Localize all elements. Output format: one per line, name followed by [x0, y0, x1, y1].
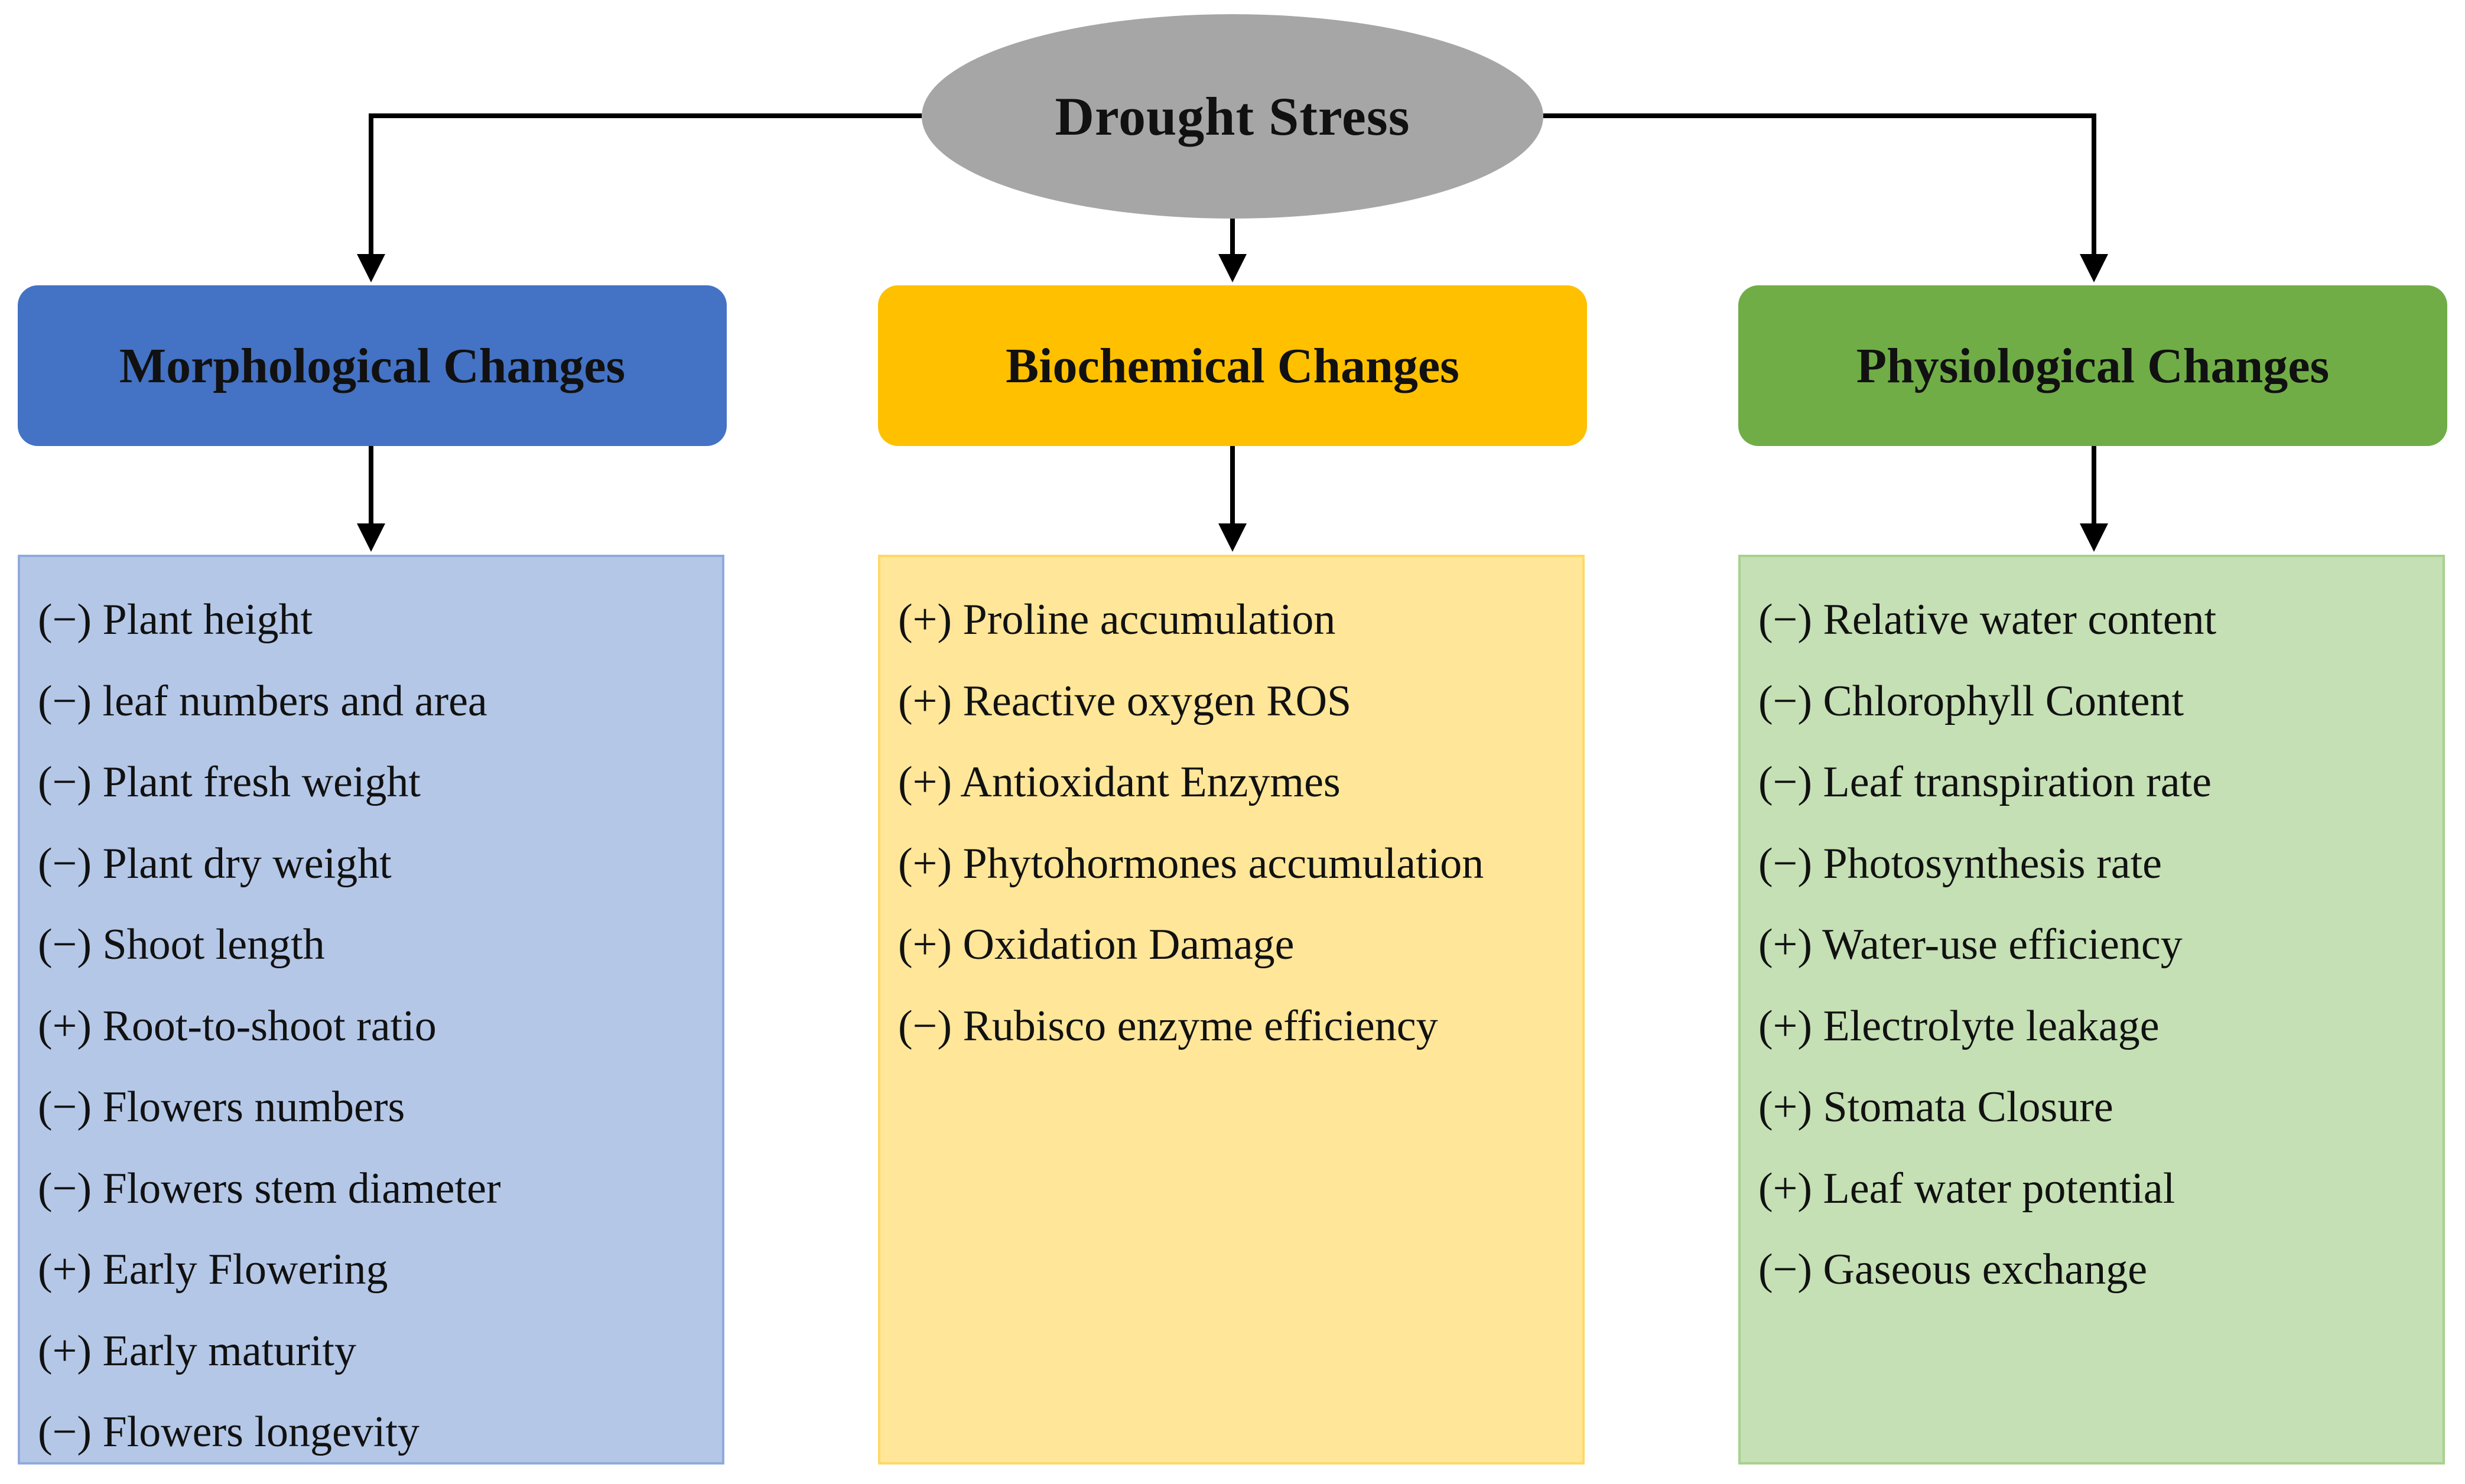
list-item: (−) Flowers stem diameter [38, 1164, 501, 1213]
list-item: (−) Plant dry weight [38, 839, 392, 888]
list-item: (−) Leaf transpiration rate [1758, 758, 2212, 806]
list-item: (+) Phytohormones accumulation [898, 839, 1484, 888]
biochemical-changes-list: (+) Proline accumulation (+) Reactive oxy… [898, 590, 1570, 1078]
list-item: (+) Early Flowering [38, 1245, 388, 1294]
morphological-changes-list: (−) Plant height (−) leaf numbers and are… [38, 590, 710, 1484]
list-item: (−) Gaseous exchange [1758, 1245, 2148, 1294]
list-item: (−) Flowers numbers [38, 1083, 405, 1131]
list-item: (−) Relative water content [1758, 595, 2217, 644]
biochemical-changes-header: Biochemical Changes [878, 285, 1587, 446]
biochemical-changes-title: Biochemical Changes [1006, 338, 1459, 393]
list-item: (−) Shoot length [38, 920, 325, 969]
list-item: (+) Root-to-shoot ratio [38, 1001, 437, 1050]
list-item: (+) Antioxidant Enzymes [898, 758, 1341, 806]
morphological-changes-title: Morphological Changes [119, 338, 626, 393]
list-item: (−) leaf numbers and area [38, 676, 487, 725]
connector-root-to-physiological [1543, 113, 2108, 282]
list-item: (−) Rubisco enzyme efficiency [898, 1001, 1438, 1050]
morphological-changes-header: Morphological Changes [18, 285, 727, 446]
list-item: (−) Chlorophyll Content [1758, 676, 2184, 725]
list-item: (+) Reactive oxygen ROS [898, 676, 1352, 725]
connector-root-to-morphological [357, 113, 922, 282]
physiological-changes-list: (−) Relative water content (−) Chlorophyl… [1758, 590, 2431, 1322]
list-item: (+) Stomata Closure [1758, 1083, 2113, 1131]
list-item: (+) Water-use efficiency [1758, 920, 2183, 969]
physiological-changes-panel: (−) Relative water content (−) Chlorophyl… [1738, 555, 2445, 1465]
physiological-changes-title: Physiological Changes [1856, 338, 2330, 393]
drought-stress-label: Drought Stress [1055, 86, 1410, 147]
biochemical-changes-panel: (+) Proline accumulation (+) Reactive oxy… [878, 555, 1585, 1465]
list-item: (−) Photosynthesis rate [1758, 839, 2162, 888]
list-item: (−) Plant height [38, 595, 313, 644]
drought-stress-node: Drought Stress [922, 14, 1543, 219]
list-item: (+) Oxidation Damage [898, 920, 1295, 969]
list-item: (+) Early maturity [38, 1326, 356, 1375]
physiological-changes-header: Physiological Changes [1738, 285, 2447, 446]
morphological-changes-panel: (−) Plant height (−) leaf numbers and are… [18, 555, 724, 1465]
list-item: (+) Electrolyte leakage [1758, 1001, 2160, 1050]
list-item: (−) Flowers longevity [38, 1408, 419, 1456]
list-item: (−) Plant fresh weight [38, 758, 421, 806]
list-item: (+) Leaf water potential [1758, 1164, 2175, 1213]
list-item: (+) Proline accumulation [898, 595, 1336, 644]
